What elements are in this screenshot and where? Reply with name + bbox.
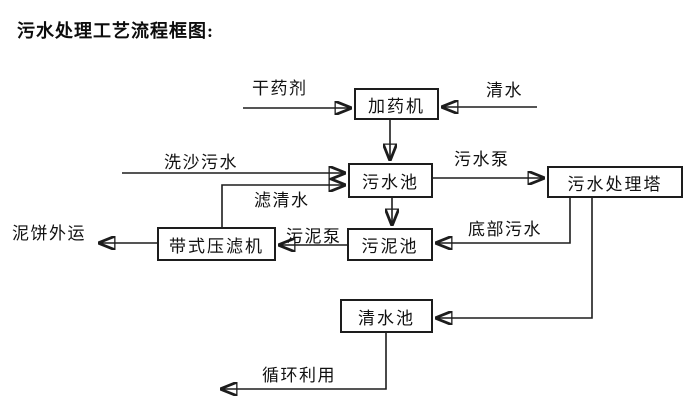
node-sewage-treatment-tower: 污水处理塔 (547, 166, 683, 198)
diagram-title: 污水处理工艺流程框图: (17, 21, 214, 41)
edge-label-sewage-pump: 污水泵 (454, 150, 510, 169)
node-sludge-pool-label: 污泥池 (361, 237, 419, 256)
node-clean-water-pool-label: 清水池 (358, 308, 415, 328)
node-dosing-machine-label: 加药机 (368, 96, 425, 116)
arrow-bottom-sewage-tower-to-sludge-pool (435, 198, 571, 243)
arrow-clean-water-pool-to-recycle (220, 333, 387, 389)
arrow-tower-to-clean-water-pool (435, 198, 593, 318)
node-sewage-pool: 污水池 (348, 163, 433, 198)
edge-label-dry-agent: 干药剂 (252, 79, 308, 98)
node-sludge-pool: 污泥池 (347, 228, 433, 261)
edge-label-sand-wash-sewage: 洗沙污水 (164, 153, 238, 172)
node-clean-water-pool: 清水池 (340, 299, 433, 333)
node-belt-filter-press-label: 带式压滤机 (169, 236, 264, 256)
edge-label-clean-water: 清水 (486, 81, 523, 100)
edge-label-filtered-water: 滤清水 (254, 191, 310, 210)
arrow-filtered-water-press-to-sewage-pool (221, 185, 346, 227)
edge-label-bottom-sewage: 底部污水 (468, 220, 542, 239)
node-belt-filter-press: 带式压滤机 (157, 227, 276, 261)
edge-label-recycle-use: 循环利用 (262, 366, 336, 385)
node-sewage-pool-label: 污水池 (362, 173, 419, 192)
edge-label-sludge-pump: 污泥泵 (286, 227, 342, 246)
node-dosing-machine: 加药机 (354, 88, 439, 120)
node-sewage-treatment-tower-label: 污水处理塔 (567, 174, 663, 194)
edge-label-mud-cake-out: 泥饼外运 (12, 224, 86, 243)
